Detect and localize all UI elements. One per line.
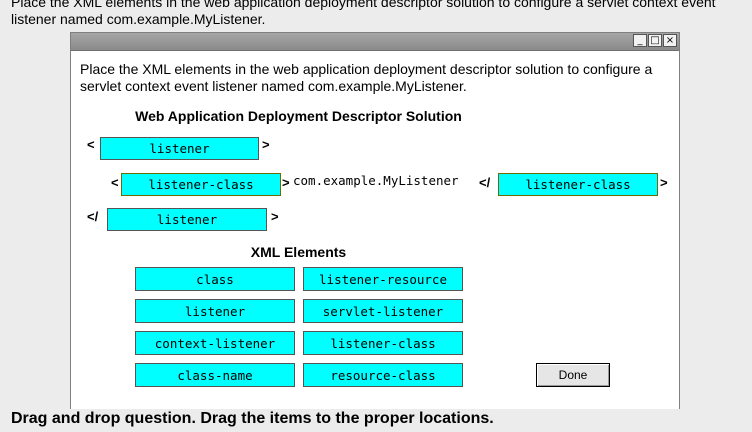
element-servlet-listener[interactable]: servlet-listener [303,299,463,323]
close-bracket: > [282,175,290,190]
done-button[interactable]: Done [536,363,610,387]
question-header: Place the XML elements in the web applic… [11,0,716,27]
drop-slot-listener-class-open[interactable]: listener-class [121,173,281,196]
listener-class-value: com.example.MyListener [293,173,459,188]
element-context-listener[interactable]: context-listener [135,331,295,355]
end-bracket: </ [479,175,491,190]
drop-slot-listener-close[interactable]: listener [107,208,267,231]
footer-instruction: Drag and drop question. Drag the items t… [11,410,494,427]
drop-slot-listener-open[interactable]: listener [100,137,259,160]
solution-title: Web Application Deployment Descriptor So… [135,108,462,124]
instructions: Place the XML elements in the web applic… [80,61,653,94]
maximize-icon[interactable]: □ [648,34,662,47]
element-listener-class[interactable]: listener-class [303,331,463,355]
element-listener[interactable]: listener [135,299,295,323]
element-class-name[interactable]: class-name [135,363,295,387]
close-icon[interactable]: × [663,34,677,47]
xml-elements-title: XML Elements [250,244,347,260]
element-listener-resource[interactable]: listener-resource [303,267,463,291]
open-bracket: < [111,175,119,190]
window-controls: _ □ × [633,34,677,47]
element-resource-class[interactable]: resource-class [303,363,463,387]
window-titlebar[interactable]: _ □ × [71,33,679,51]
close-bracket: > [262,137,270,152]
end-bracket: </ [87,209,99,224]
open-bracket: < [87,137,95,152]
close-bracket: > [271,209,279,224]
element-class[interactable]: class [135,267,295,291]
minimize-icon[interactable]: _ [633,34,647,47]
close-bracket: > [660,175,668,190]
drop-slot-listener-class-close[interactable]: listener-class [498,173,658,196]
drag-drop-window: _ □ × Place the XML elements in the web … [70,32,680,409]
